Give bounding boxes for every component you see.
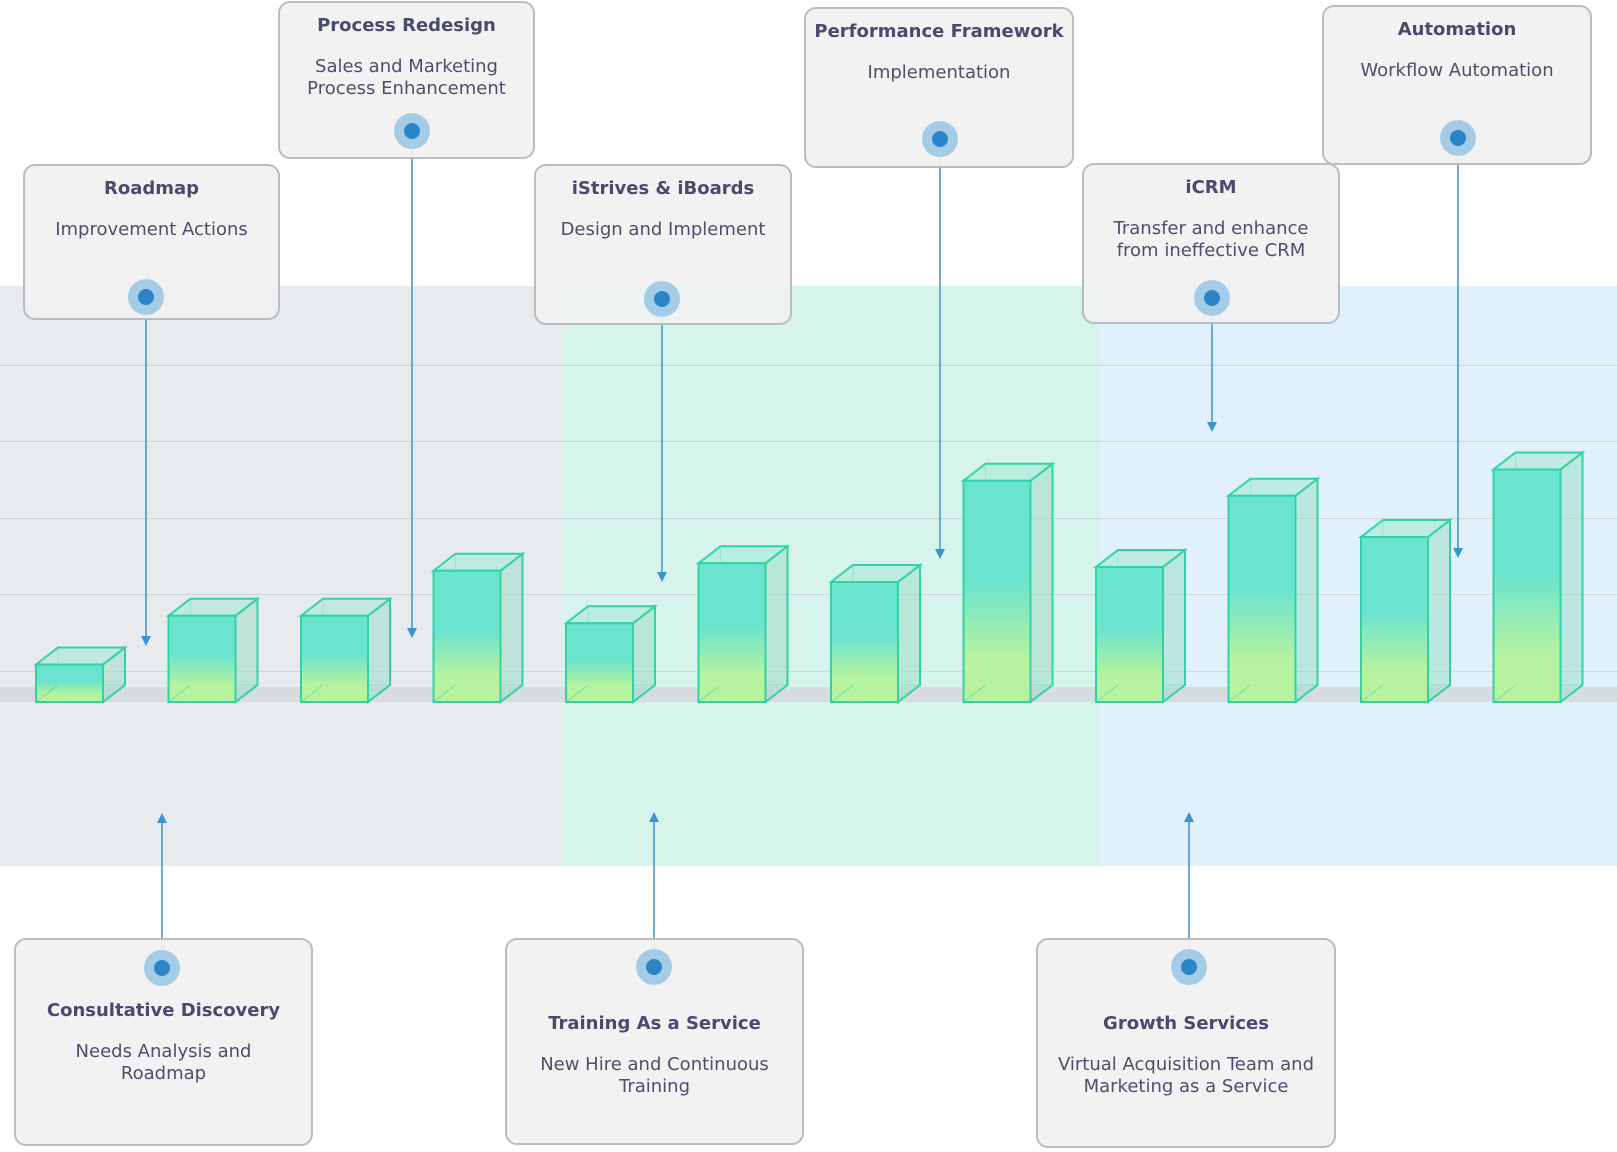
node-dot-automation (1440, 120, 1476, 156)
node-dot-istrives (644, 281, 680, 317)
bar-column (1093, 547, 1188, 705)
bar-column (563, 604, 658, 705)
milestone-description: Design and Implement (560, 219, 766, 240)
bar-column (430, 551, 526, 705)
milestone-card-process-redesign: Process Redesign Sales and Marketing Pro… (278, 1, 535, 159)
gridline (0, 671, 1617, 672)
node-dot-roadmap (128, 279, 164, 315)
node-dot-discovery (144, 950, 180, 986)
gridline (0, 441, 1617, 442)
node-dot-icrm (1194, 280, 1230, 316)
node-dot-process-redesign (394, 113, 430, 149)
chart-floor (0, 687, 1617, 702)
gridline (0, 518, 1617, 519)
bar-column (165, 596, 261, 705)
milestone-title: iStrives & iBoards (571, 178, 755, 199)
milestone-description: Improvement Actions (55, 219, 248, 240)
service-title: Growth Services (1103, 1013, 1269, 1034)
milestone-card-automation: Automation Workflow Automation (1322, 5, 1592, 165)
milestone-title: iCRM (1185, 177, 1237, 198)
bar-column (1490, 450, 1586, 705)
service-title: Consultative Discovery (46, 1000, 281, 1021)
service-description: Needs Analysis and Roadmap (75, 1041, 252, 1084)
bar-column (1225, 476, 1321, 705)
milestone-title: Roadmap (103, 178, 200, 199)
node-dot-growth (1171, 949, 1207, 985)
bar-column (33, 645, 128, 705)
bar-column (1358, 517, 1453, 705)
node-dot-training (636, 949, 672, 985)
service-description: New Hire and Continuous Training (540, 1054, 769, 1097)
node-dot-performance (922, 121, 958, 157)
milestone-title: Performance Framework (814, 21, 1064, 42)
gridline (0, 594, 1617, 595)
bar-column (298, 596, 393, 705)
milestone-title: Process Redesign (317, 15, 496, 36)
milestone-description: Sales and Marketing Process Enhancement (307, 56, 506, 99)
milestone-description: Transfer and enhance from ineffective CR… (1113, 218, 1309, 261)
milestone-card-performance-framework: Performance Framework Implementation (804, 7, 1074, 168)
gridline (0, 365, 1617, 366)
service-title: Training As a Service (548, 1013, 761, 1034)
bar-column (695, 544, 791, 705)
milestone-title: Automation (1397, 19, 1517, 40)
bar-column (960, 461, 1056, 705)
service-description: Virtual Acquisition Team and Marketing a… (1057, 1054, 1314, 1097)
milestone-description: Workflow Automation (1360, 60, 1554, 81)
milestone-description: Implementation (867, 62, 1011, 83)
bar-column (828, 562, 923, 705)
